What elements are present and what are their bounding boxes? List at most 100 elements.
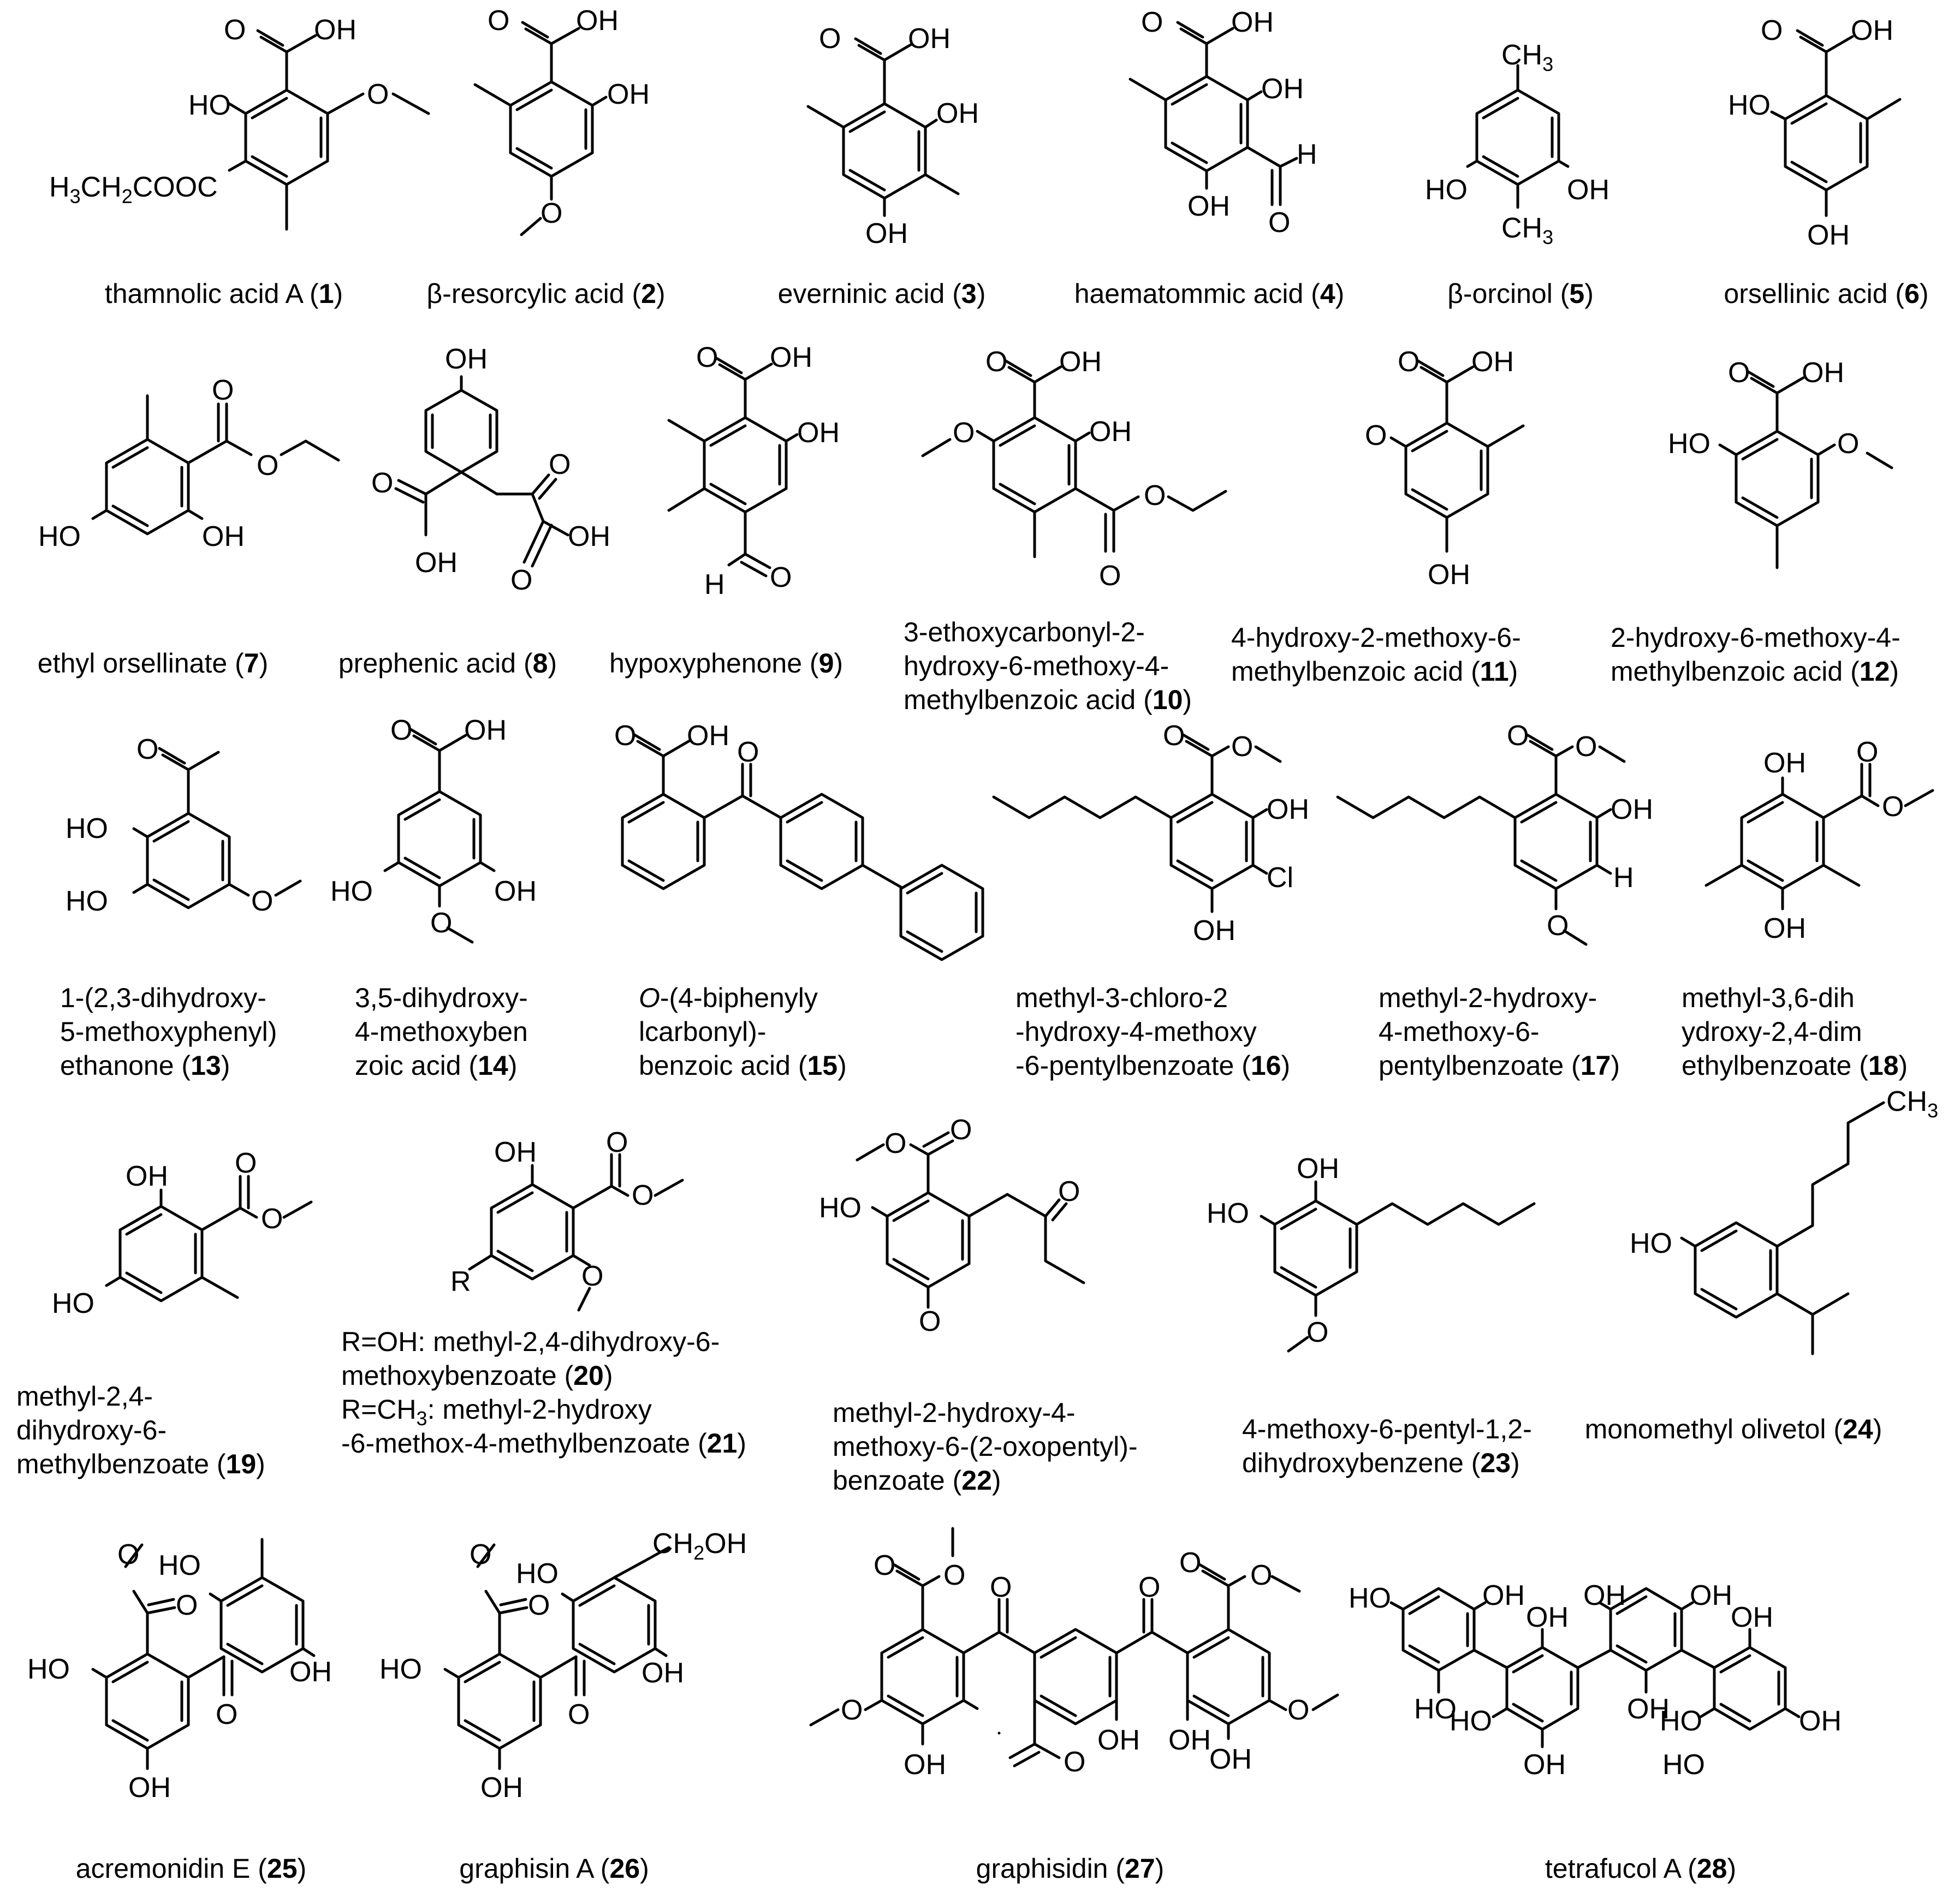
compound-26-caption: graphisin A (26): [459, 1853, 649, 1884]
atom-label: O: [632, 1180, 654, 1211]
caption-segment: 5-methoxyphenyl): [60, 1016, 277, 1047]
atom-label: O: [568, 1699, 590, 1730]
atom-label: OH: [445, 343, 488, 375]
structure-14-bonds: [383, 728, 496, 944]
caption-segment: ): [1335, 278, 1345, 309]
caption-segment: ): [1727, 1853, 1736, 1884]
atom-label: OH: [1168, 1724, 1211, 1756]
atom-label: O: [1058, 1176, 1080, 1207]
caption-segment: ): [656, 278, 666, 309]
caption-segment: ): [834, 648, 843, 679]
atom-label: O: [1141, 7, 1163, 38]
atom-label: O: [1365, 420, 1387, 451]
compound-22: O O HO O O methyl-2-hydroxy-4-methoxy-6-…: [819, 1114, 1138, 1496]
structure-24-bonds: [1680, 1101, 1885, 1355]
compound-26: O HO CH2OH HO O OH O OH graphisin A (26): [379, 1528, 747, 1884]
caption-segment: 4-methoxy-6-pentyl-1,2-: [1242, 1414, 1532, 1444]
atom-label: HO: [66, 813, 108, 844]
compound-24-caption: monomethyl olivetol (24): [1585, 1414, 1882, 1444]
caption-segment: ): [838, 1050, 847, 1081]
caption-segment: 9: [819, 648, 834, 679]
caption-segment: methyl-2-hydroxy-4-: [833, 1397, 1076, 1428]
compound-19: OH O O HO methyl-2,4-dihydroxy-6-methylb…: [16, 1147, 313, 1479]
atom-label: OH: [1851, 15, 1893, 46]
caption-segment: 16: [1251, 1050, 1281, 1081]
caption-segment: ): [334, 278, 343, 309]
caption-segment: methyl-2,4-: [16, 1381, 153, 1412]
atom-label: O: [1144, 480, 1166, 511]
atom-label: O: [884, 1128, 906, 1159]
caption-segment: 18: [1868, 1050, 1899, 1081]
caption-segment: ydroxy-2,4-dim: [1682, 1016, 1862, 1047]
caption-segment: ): [1890, 656, 1899, 687]
compound-8: OH O O OH O OH prephenic acid (8): [338, 343, 610, 679]
caption-segment: ): [977, 278, 986, 309]
caption-segment: R=CH: [341, 1394, 417, 1425]
atom-label: HO: [38, 521, 81, 552]
atom-label: OH: [1567, 174, 1609, 206]
atom-label: OH: [1627, 1693, 1670, 1725]
compound-24: CH3 HO monomethyl olivetol (24): [1585, 1086, 1938, 1444]
caption-segment: 4-methoxyben: [355, 1016, 528, 1047]
structure-1-bonds: [228, 29, 430, 231]
atom-label: O: [224, 14, 246, 46]
caption-segment: 19: [226, 1449, 257, 1479]
compound-20-21: OH O O R O R=OH: methyl-2,4-dihydroxy-6-…: [341, 1127, 746, 1459]
caption-segment: methoxybenzoate (: [341, 1360, 574, 1391]
atom-label: O: [510, 564, 532, 596]
caption-segment: ): [737, 1428, 746, 1459]
caption-segment: tetrafucol A (: [1545, 1853, 1697, 1884]
atom-label: O: [549, 449, 571, 480]
caption-segment: hydroxy-6-methoxy-4-: [904, 651, 1169, 681]
atom-label: HO: [379, 1653, 422, 1685]
compound-9-caption: hypoxyphenone (9): [609, 648, 843, 679]
caption-segment: 2: [641, 278, 656, 309]
atom-label: O: [367, 79, 389, 110]
atom-label: HO: [1450, 1705, 1492, 1737]
caption-segment: ethanone (: [60, 1050, 191, 1081]
atom-label: O: [212, 374, 234, 406]
atom-label: O: [1099, 560, 1121, 592]
atom-label: HO: [158, 1550, 201, 1581]
caption-segment: methyl-3,6-dih: [1682, 983, 1855, 1013]
atom-label: HO: [330, 876, 373, 907]
caption-segment: ethylbenzoate (: [1682, 1050, 1868, 1081]
caption-segment: 27: [1125, 1853, 1155, 1884]
caption-segment: : methyl-2-hydroxy: [427, 1394, 652, 1425]
atom-label: OH: [568, 521, 610, 552]
compound-28-caption: tetrafucol A (28): [1545, 1853, 1736, 1884]
caption-segment: β-resorcylic acid (: [426, 278, 641, 309]
atom-label: OH: [464, 715, 507, 746]
caption-segment: pentylbenzoate (: [1379, 1050, 1581, 1081]
atom-label: OH: [1193, 915, 1236, 947]
compound-20-21-caption: R=OH: methyl-2,4-dihydroxy-6-methoxybenz…: [341, 1326, 746, 1459]
caption-segment: everninic acid (: [778, 278, 962, 309]
atom-label-group: H3CH2COOC: [49, 171, 218, 207]
caption-segment: -(4-biphenyly: [660, 983, 818, 1013]
atom-label: O: [1575, 731, 1597, 763]
compound-12: O OH HO O 2-hydroxy-6-methoxy-4-methylbe…: [1611, 357, 1900, 687]
compound-13-caption: 1-(2,3-dihydroxy-5-methoxyphenyl)ethanon…: [60, 983, 277, 1081]
structure-17-bonds: [1336, 733, 1626, 946]
caption-segment: 2-hydroxy-6-methoxy-4-: [1611, 622, 1900, 653]
structure-19-bonds: [105, 1175, 313, 1302]
atom-label: O: [1268, 207, 1290, 239]
caption-segment: ): [1873, 1414, 1882, 1444]
compound-16-caption: methyl-3-chloro-2-hydroxy-4-methoxy-6-pe…: [1015, 983, 1290, 1081]
atom-label: O: [117, 1539, 139, 1570]
atom-label: O: [990, 1572, 1012, 1603]
atom-label: O: [919, 1306, 941, 1337]
structure-25-bonds: [91, 1538, 316, 1770]
atom-label: OH: [1097, 1724, 1140, 1756]
structure-27-bonds: [809, 1527, 1339, 1768]
atom-label: Cl: [1267, 862, 1293, 894]
atom-label: HO: [1668, 428, 1710, 460]
atom-label: O: [1507, 720, 1529, 752]
caption-segment: ): [1920, 278, 1929, 309]
atom-label: O: [136, 734, 158, 765]
atom-label-group: CH2OH: [652, 1528, 747, 1564]
atom-label: OH: [1267, 794, 1309, 825]
caption-segment: methylbenzoic acid (: [1611, 656, 1860, 687]
atom-label: O: [1882, 791, 1904, 823]
atom-label: O: [953, 417, 975, 449]
